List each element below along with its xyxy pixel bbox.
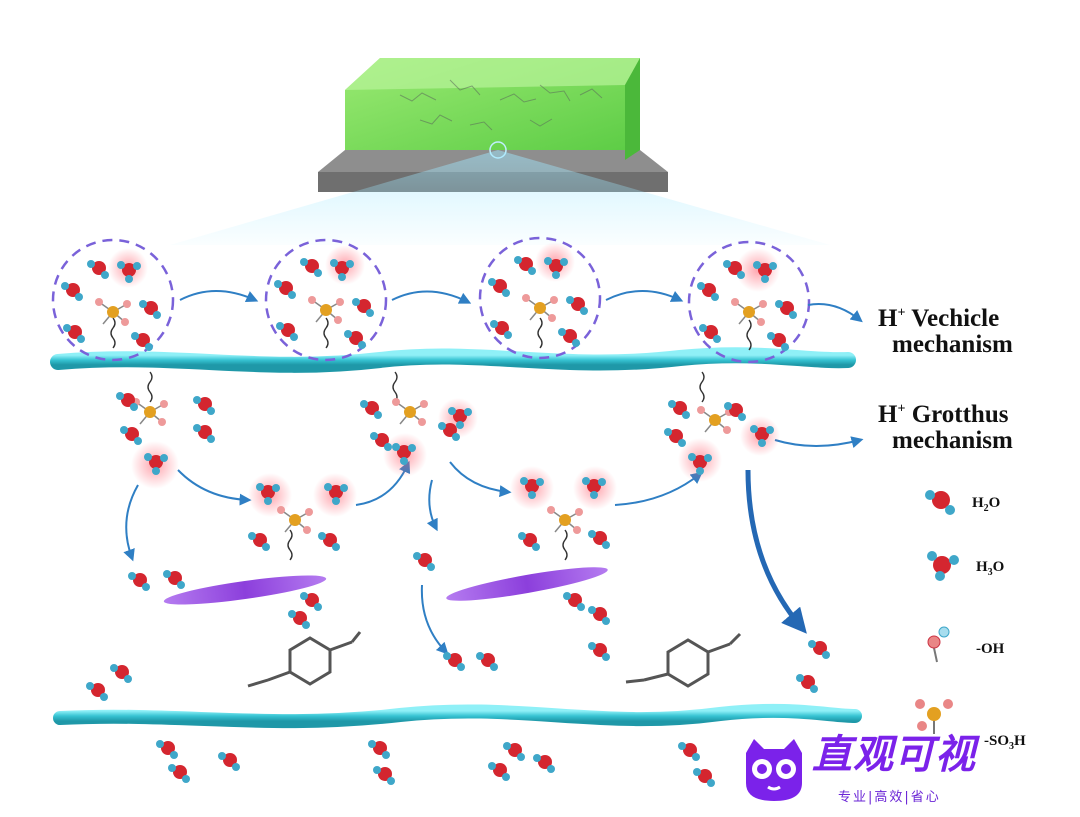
water-molecule <box>808 640 830 659</box>
water-molecule <box>360 400 382 419</box>
water-molecule <box>488 762 510 781</box>
hydronium-icon <box>927 551 959 581</box>
brand-title: 直观可视 <box>812 735 976 775</box>
cat-logo-icon <box>738 735 810 807</box>
zoom-beam <box>170 150 830 245</box>
water-molecule <box>767 332 789 351</box>
sulfonic-group <box>547 506 583 534</box>
water-molecule <box>518 532 540 551</box>
sulfonic-icon <box>915 699 953 734</box>
grotthus-mechanism-label-line2: mechanism <box>892 428 1013 453</box>
water-molecule <box>514 256 536 275</box>
water-molecule <box>664 428 686 447</box>
water-molecule-icon <box>925 490 955 515</box>
water-molecule <box>344 330 366 349</box>
water-molecule <box>558 328 580 347</box>
water-molecule <box>588 530 610 549</box>
water-molecule <box>352 298 374 317</box>
water-molecule <box>318 532 340 551</box>
water-molecule <box>61 282 83 301</box>
water-molecule <box>488 278 510 297</box>
sulfonic-group <box>277 506 313 534</box>
water-molecule <box>697 282 719 301</box>
water-molecule <box>693 768 715 787</box>
water-molecule <box>368 740 390 759</box>
sulfonic-group <box>731 298 767 326</box>
water-molecule <box>588 642 610 661</box>
sulfonic-group <box>697 406 733 434</box>
sheet-fillers <box>163 561 610 610</box>
water-molecule <box>300 258 322 277</box>
water-molecule <box>796 674 818 693</box>
water-molecule <box>490 320 512 339</box>
water-molecule <box>193 424 215 443</box>
water-molecule <box>476 652 498 671</box>
water-molecule <box>533 754 555 773</box>
water-molecule <box>110 664 132 683</box>
water-molecule <box>163 570 185 589</box>
water-molecule <box>156 740 178 759</box>
water-molecule <box>63 324 85 343</box>
water-molecule <box>274 280 296 299</box>
sulfonic-group <box>392 398 428 426</box>
grotthus-mechanism-label: H+ Grotthus <box>878 402 1008 427</box>
water-molecule <box>775 300 797 319</box>
water-molecule <box>218 752 240 771</box>
sulfonic-group <box>522 294 558 322</box>
solvation-shells <box>53 238 809 362</box>
water-molecule <box>87 260 109 279</box>
water-molecule <box>276 322 298 341</box>
water-molecule <box>443 652 465 671</box>
water-molecule <box>668 400 690 419</box>
sulfonic-group <box>95 298 131 326</box>
water-molecule <box>503 742 525 761</box>
water-molecule <box>128 572 150 591</box>
vehicle-mechanism-label: H+ Vechicle <box>878 306 999 331</box>
water-molecule <box>678 742 700 761</box>
water-molecule <box>131 332 153 351</box>
water-molecule <box>699 324 721 343</box>
water-molecule <box>563 592 585 611</box>
legend-label-h2o: H2O <box>972 496 1000 514</box>
water-molecule <box>193 396 215 415</box>
lower-membrane-chain <box>60 711 855 721</box>
water-molecule <box>373 766 395 785</box>
sulfonic-group <box>308 296 344 324</box>
water-molecule <box>370 432 392 451</box>
water-molecule <box>116 392 138 411</box>
water-molecule <box>588 606 610 625</box>
water-molecule <box>248 532 270 551</box>
brand-subtitle: 专业|高效|省心 <box>838 791 941 804</box>
water-molecule <box>168 764 190 783</box>
legend-label-h3o: H3O <box>976 560 1004 578</box>
water-molecule <box>413 552 435 571</box>
water-molecule <box>120 426 142 445</box>
water-molecule <box>566 296 588 315</box>
brand-logo: 直观可视 专业|高效|省心 <box>738 735 1038 815</box>
bulk-flow-arrow <box>748 470 802 628</box>
water-molecule <box>139 300 161 319</box>
sulfonic-group <box>132 398 168 426</box>
water-molecule <box>86 682 108 701</box>
upper-membrane-chain <box>58 355 848 365</box>
vehicle-mechanism-label-line2: mechanism <box>892 332 1013 357</box>
proton-glows <box>108 242 780 517</box>
legend-label-oh: -OH <box>976 642 1004 657</box>
water-molecule <box>300 592 322 611</box>
legend-icons <box>915 490 959 734</box>
hydroxyl-icon <box>928 627 949 662</box>
water-molecule <box>288 610 310 629</box>
